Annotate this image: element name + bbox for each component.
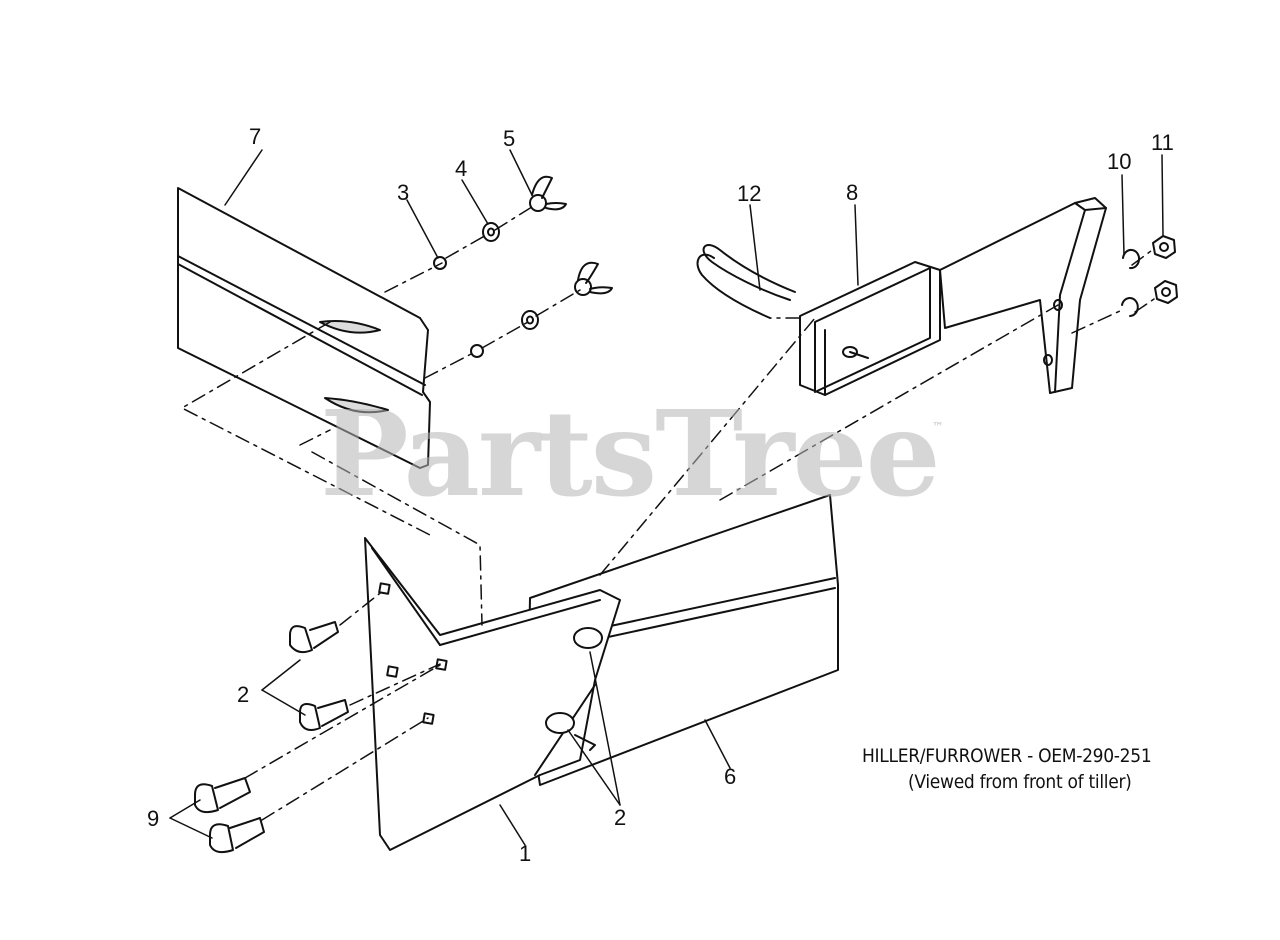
callout-9: 9 — [147, 806, 160, 831]
callout-4: 4 — [455, 156, 468, 181]
caption-subtitle: (Viewed from front of tiller) — [908, 771, 1132, 793]
lock-washer-part-10 — [1121, 249, 1140, 317]
callout-5: 5 — [503, 126, 516, 151]
lock-nut-part-3 — [433, 256, 484, 358]
hex-nut-part-11 — [1152, 235, 1178, 304]
carriage-bolt-part-2 — [289, 621, 596, 751]
callout-11: 11 — [1151, 130, 1174, 155]
wing-plate-part-7 — [177, 187, 431, 469]
callout-2-right: 2 — [614, 805, 627, 830]
wing-nut-part-5 — [529, 175, 613, 296]
assembly-lines — [181, 204, 1158, 821]
callout-12: 12 — [737, 181, 762, 206]
callout-1: 1 — [519, 841, 532, 866]
leader-lines — [169, 149, 1164, 846]
callout-8: 8 — [846, 180, 859, 205]
main-plate-part-1 — [364, 537, 621, 851]
upright-bracket — [939, 197, 1107, 394]
hairpin-clip-part-12 — [696, 244, 796, 319]
clamp-bracket-part-8 — [799, 261, 941, 396]
callout-3: 3 — [397, 180, 410, 205]
caption-title: HILLER/FURROWER - OEM-290-251 — [862, 745, 1152, 767]
carriage-bolt-part-9 — [194, 777, 265, 854]
watermark-trademark: ™ — [932, 420, 944, 434]
washer-part-4 — [482, 222, 539, 330]
callout-7: 7 — [249, 124, 262, 149]
callout-6: 6 — [724, 764, 737, 789]
callout-10: 10 — [1107, 149, 1132, 174]
callout-2-left: 2 — [237, 682, 250, 707]
